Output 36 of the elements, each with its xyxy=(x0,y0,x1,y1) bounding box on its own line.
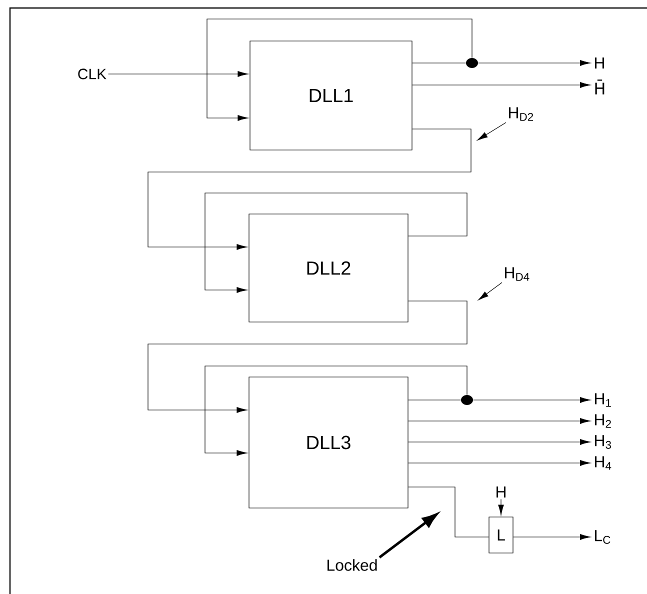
status-label: Locked xyxy=(328,559,377,571)
arrow xyxy=(204,192,468,293)
signal-label: H$_{D2}$ xyxy=(509,107,533,121)
arrow xyxy=(108,71,248,77)
junction-dot xyxy=(461,395,473,405)
arrow xyxy=(408,460,590,466)
latch-box: L xyxy=(488,516,514,554)
arrow xyxy=(206,18,472,121)
wire xyxy=(412,62,466,64)
arrow xyxy=(498,498,504,516)
arrow xyxy=(472,397,590,403)
output-label: H xyxy=(595,58,604,68)
leader-arrow xyxy=(478,282,502,300)
arrow xyxy=(408,418,590,424)
arrow xyxy=(513,534,590,540)
input-label: CLK xyxy=(78,68,106,80)
arrow xyxy=(478,60,590,66)
leader-arrow xyxy=(477,122,506,140)
output-label: H$_{3}$ xyxy=(595,435,611,449)
output-label: H̄ xyxy=(595,80,604,94)
signal-label: H$_{D4}$ xyxy=(505,267,530,281)
output-label: H$_{4}$ xyxy=(595,456,612,470)
arrow xyxy=(148,128,472,250)
dll-block: DLL2 xyxy=(248,214,408,322)
dll-block: DLL1 xyxy=(250,40,412,150)
output-label: L$_{C}$ xyxy=(595,530,610,544)
junction-dot xyxy=(466,58,478,68)
wire xyxy=(408,486,489,538)
output-label: H$_{2}$ xyxy=(595,414,611,428)
arrow xyxy=(204,366,468,456)
arrow xyxy=(148,300,468,413)
arrow xyxy=(408,439,590,445)
arrow xyxy=(412,82,590,88)
input-label: H xyxy=(496,486,506,498)
dll-block: DLL3 xyxy=(248,376,408,508)
output-label: H$_{1}$ xyxy=(595,393,611,407)
